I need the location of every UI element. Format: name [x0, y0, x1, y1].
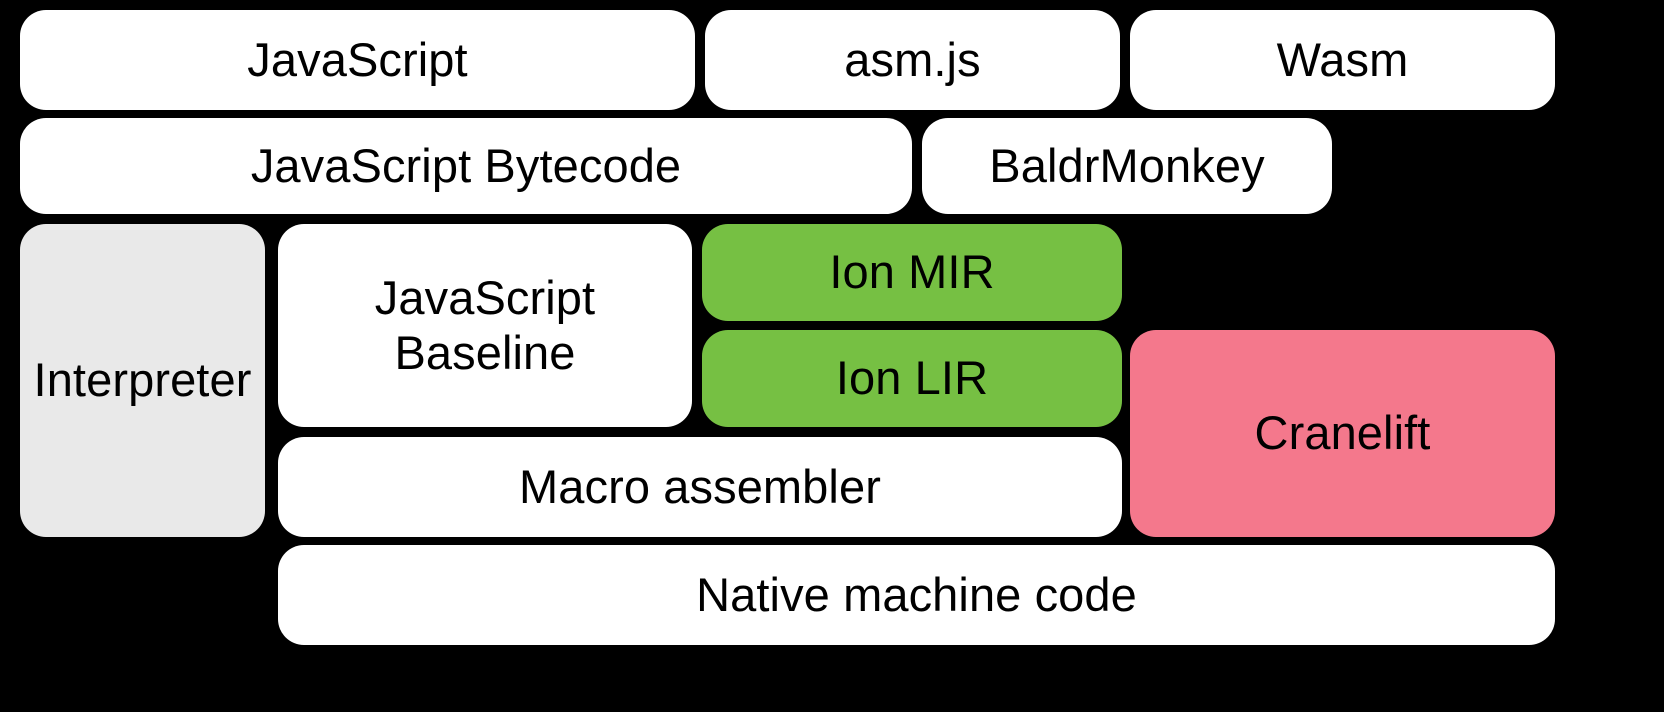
node-baldrmonkey[interactable]: BaldrMonkey	[922, 118, 1332, 214]
node-macro-assembler[interactable]: Macro assembler	[278, 437, 1122, 537]
node-javascript-baseline[interactable]: JavaScript Baseline	[278, 224, 692, 427]
node-asm-js[interactable]: asm.js	[705, 10, 1120, 110]
node-javascript[interactable]: JavaScript	[20, 10, 695, 110]
node-ion-mir[interactable]: Ion MIR	[702, 224, 1122, 321]
node-cranelift[interactable]: Cranelift	[1130, 330, 1555, 537]
node-interpreter[interactable]: Interpreter	[20, 224, 265, 537]
node-wasm[interactable]: Wasm	[1130, 10, 1555, 110]
node-ion-lir[interactable]: Ion LIR	[702, 330, 1122, 427]
node-native-machine-code[interactable]: Native machine code	[278, 545, 1555, 645]
node-javascript-bytecode[interactable]: JavaScript Bytecode	[20, 118, 912, 214]
